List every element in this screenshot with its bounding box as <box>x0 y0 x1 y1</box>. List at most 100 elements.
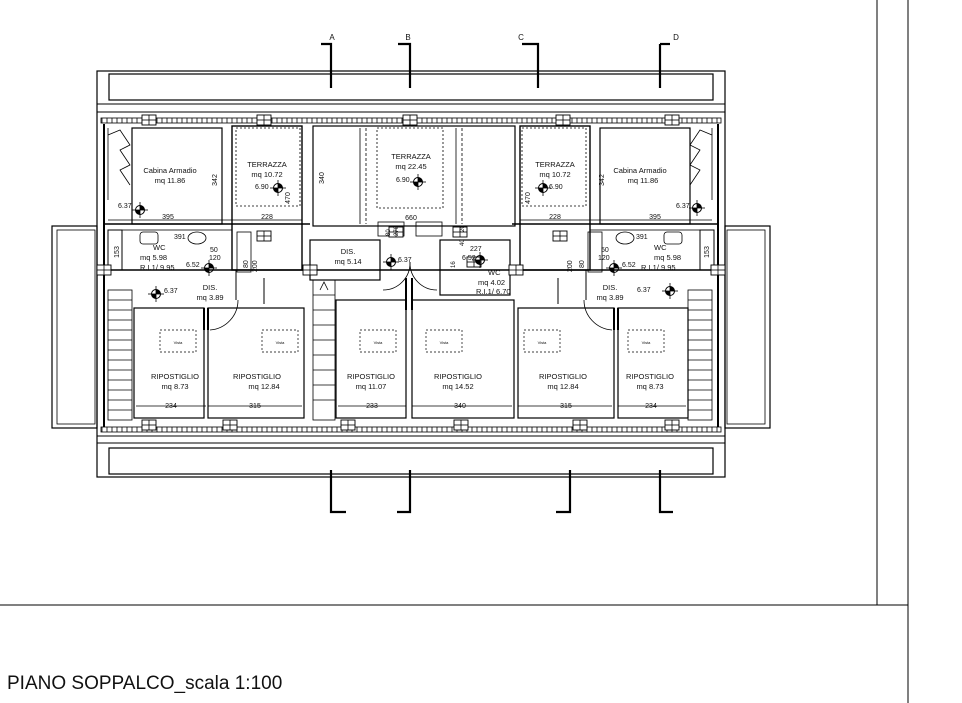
dim-40: 40 <box>460 239 466 246</box>
dim-342-r: 342 <box>599 174 606 186</box>
room-labels: Cabina Armadio mq 11.86 TERRAZZA mq 10.7… <box>140 152 681 391</box>
room-area-terrazza-r: mq 10.72 <box>539 170 570 179</box>
room-area-terrazza-c: mq 22.45 <box>395 162 426 171</box>
dim-120-l: 120 <box>209 255 221 262</box>
room-area-rip2: mq 12.84 <box>248 382 279 391</box>
level-2: 6.90 <box>255 184 269 191</box>
dim-80-c: 80 <box>386 229 392 236</box>
level-9: 6.52 <box>462 255 476 262</box>
dim-80-l: 80 <box>243 260 250 268</box>
dim-315-l: 315 <box>249 403 261 410</box>
dimension-lines <box>108 219 712 407</box>
room-name-wc-r: WC <box>654 243 667 252</box>
drawing-label: Vista <box>276 340 286 345</box>
dim-395-r: 395 <box>649 214 661 221</box>
dim-234-r: 234 <box>645 403 657 410</box>
room-name-rip4: RIPOSTIGLIO <box>434 372 482 381</box>
room-ri-wc-c: R.I.1/ 6.70 <box>476 287 511 296</box>
room-name-terrazza-l: TERRAZZA <box>247 160 287 169</box>
room-area-rip3: mq 11.07 <box>356 382 387 391</box>
dim-50-l: 50 <box>210 247 218 254</box>
room-name-rip1: RIPOSTIGLIO <box>151 372 199 381</box>
dim-16: 16 <box>451 261 457 268</box>
sheet-frame <box>0 0 909 703</box>
dimension-texts: 395 228 660 228 395 342 470 340 470 342 … <box>114 172 711 410</box>
level-11: 6.37 <box>637 287 651 294</box>
room-area-rip5: mq 12.84 <box>547 382 578 391</box>
dim-470-r: 470 <box>525 192 532 204</box>
dim-234-l: 234 <box>165 403 177 410</box>
dim-470-l: 470 <box>285 192 292 204</box>
room-area-wc-l: mq 5.98 <box>140 253 167 262</box>
level-8: 6.37 <box>398 257 412 264</box>
room-area-cabina-r: mq 11.86 <box>628 176 659 185</box>
section-mark-d: D <box>673 33 679 42</box>
dim-342-l: 342 <box>212 174 219 186</box>
dim-315-r: 315 <box>560 403 572 410</box>
section-mark-a: A <box>329 33 335 42</box>
room-name-wc-c: WC <box>488 268 501 277</box>
room-area-dis-r: mq 3.89 <box>596 293 623 302</box>
drawing-label: Vista <box>374 340 384 345</box>
room-area-dis-c: mq 5.14 <box>334 257 361 266</box>
room-name-rip3: RIPOSTIGLIO <box>347 372 395 381</box>
drawing-caption: PIANO SOPPALCO_scala 1:100 <box>7 673 283 694</box>
room-ri-wc-l: R.I.1/ 9.95 <box>140 263 175 272</box>
room-name-dis-c: DIS. <box>341 247 356 256</box>
storage-rooms <box>133 278 689 419</box>
level-4: 6.90 <box>549 184 563 191</box>
skylight-labels: Vista Vista Vista Vista Vista Vista <box>174 340 652 345</box>
dim-233: 233 <box>366 403 378 410</box>
room-name-wc-l: WC <box>153 243 166 252</box>
level-7: 6.37 <box>164 288 178 295</box>
dim-228-r: 228 <box>549 214 561 221</box>
room-name-rip2: RIPOSTIGLIO <box>233 372 281 381</box>
drawing-label: Vista <box>538 340 548 345</box>
dim-340-b: 340 <box>454 403 466 410</box>
room-area-rip6: mq 8.73 <box>636 382 663 391</box>
level-6: 6.52 <box>186 262 200 269</box>
level-5: 6.37 <box>676 203 690 210</box>
dim-391-l: 391 <box>174 234 186 241</box>
dim-340: 340 <box>319 172 326 184</box>
dim-153-r: 153 <box>704 246 711 258</box>
dim-50-r: 50 <box>601 247 609 254</box>
section-mark-c: C <box>518 33 524 42</box>
room-area-wc-c: mq 4.02 <box>478 278 505 287</box>
dim-120-r: 120 <box>598 255 610 262</box>
level-10: 6.52 <box>622 262 636 269</box>
room-area-wc-r: mq 5.98 <box>654 253 681 262</box>
dim-660: 660 <box>405 215 417 222</box>
section-mark-b: B <box>405 33 410 42</box>
level-1: 6.37 <box>118 203 132 210</box>
dim-153-l: 153 <box>114 246 121 258</box>
dim-20: 20 <box>460 225 466 232</box>
room-name-cabina-l: Cabina Armadio <box>143 166 196 175</box>
dim-80-r: 80 <box>579 260 586 268</box>
drawing-label: Vista <box>642 340 652 345</box>
dim-228-l: 228 <box>261 214 273 221</box>
dim-391-r: 391 <box>636 234 648 241</box>
room-name-cabina-r: Cabina Armadio <box>613 166 666 175</box>
room-name-rip5: RIPOSTIGLIO <box>539 372 587 381</box>
dim-270: 270 <box>394 225 400 236</box>
dim-227: 227 <box>470 246 482 253</box>
room-area-terrazza-l: mq 10.72 <box>251 170 282 179</box>
room-ri-wc-r: R.I.1/ 9.95 <box>641 263 676 272</box>
dim-395-l: 395 <box>162 214 174 221</box>
room-area-dis-l: mq 3.89 <box>196 293 223 302</box>
drawing-label: Vista <box>174 340 184 345</box>
room-area-rip4: mq 14.52 <box>442 382 473 391</box>
room-area-cabina-l: mq 11.86 <box>155 176 186 185</box>
level-3: 6.90 <box>396 177 410 184</box>
section-cut-lines <box>321 42 673 514</box>
dim-200-l: 200 <box>252 260 259 272</box>
room-name-rip6: RIPOSTIGLIO <box>626 372 674 381</box>
drawing-label: Vista <box>440 340 450 345</box>
room-name-terrazza-c: TERRAZZA <box>391 152 431 161</box>
room-name-dis-r: DIS. <box>603 283 618 292</box>
room-area-rip1: mq 8.73 <box>161 382 188 391</box>
building-outline <box>51 70 771 478</box>
room-name-dis-l: DIS. <box>203 283 218 292</box>
